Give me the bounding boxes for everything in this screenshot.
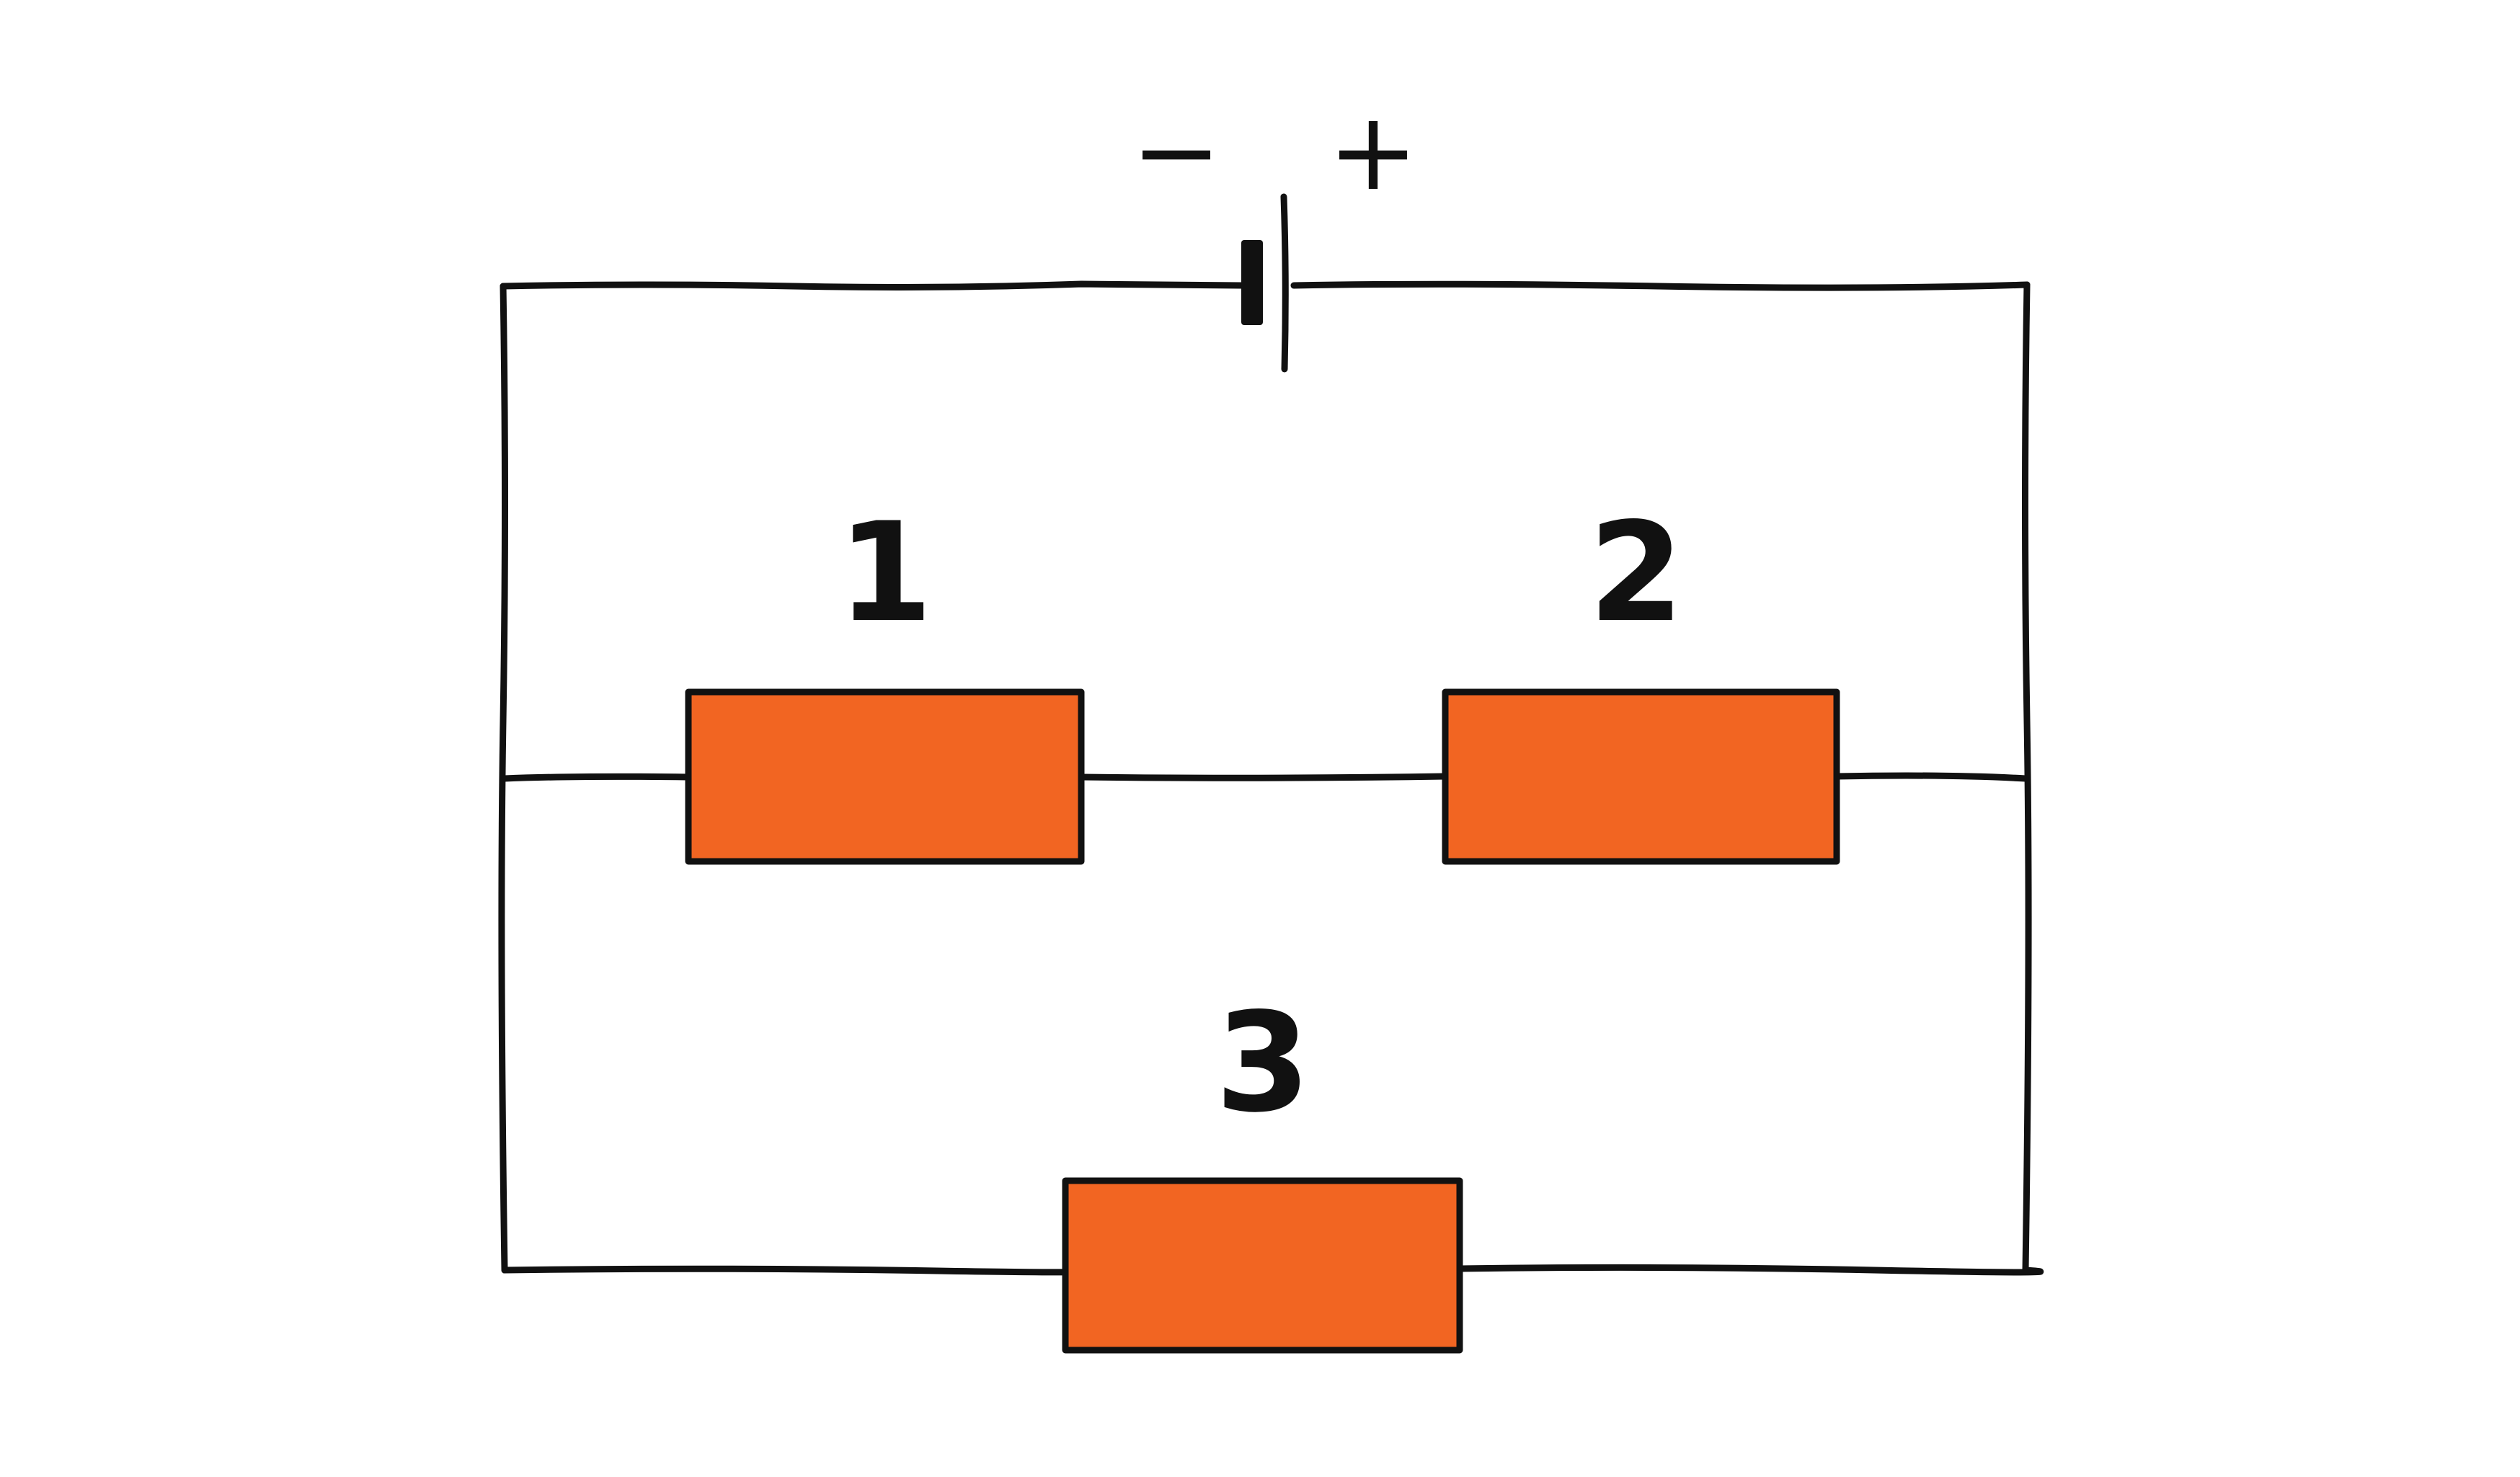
left-wire — [498, 283, 508, 1274]
middle-branch-center — [1078, 773, 1449, 781]
battery-negative-plate — [1241, 240, 1263, 325]
resistor-2-body — [1442, 688, 1840, 865]
top-wire-left — [500, 280, 1245, 290]
resistor-3-body — [1062, 1177, 1463, 1354]
battery-negative-sign: − — [1131, 89, 1222, 215]
resistor-2-label: 2 — [1589, 493, 1684, 652]
resistor-1: 1 — [685, 493, 1085, 865]
resistor-1-label: 1 — [838, 493, 933, 652]
bottom-wire-left — [501, 1265, 1094, 1276]
right-wire — [2022, 281, 2032, 1274]
bottom-wire-right — [1456, 1264, 2044, 1276]
resistor-2: 2 — [1442, 493, 1840, 865]
wires — [498, 280, 2044, 1276]
battery: − + — [1131, 89, 1419, 373]
resistor-1-body — [685, 688, 1085, 865]
battery-positive-plate — [1280, 193, 1289, 373]
middle-branch-right — [1833, 772, 2029, 782]
top-wire-right — [1290, 280, 2031, 291]
battery-positive-sign: + — [1328, 89, 1419, 215]
middle-branch-left — [501, 773, 692, 782]
resistor-3-label: 3 — [1215, 983, 1310, 1143]
resistor-3: 3 — [1062, 983, 1463, 1354]
